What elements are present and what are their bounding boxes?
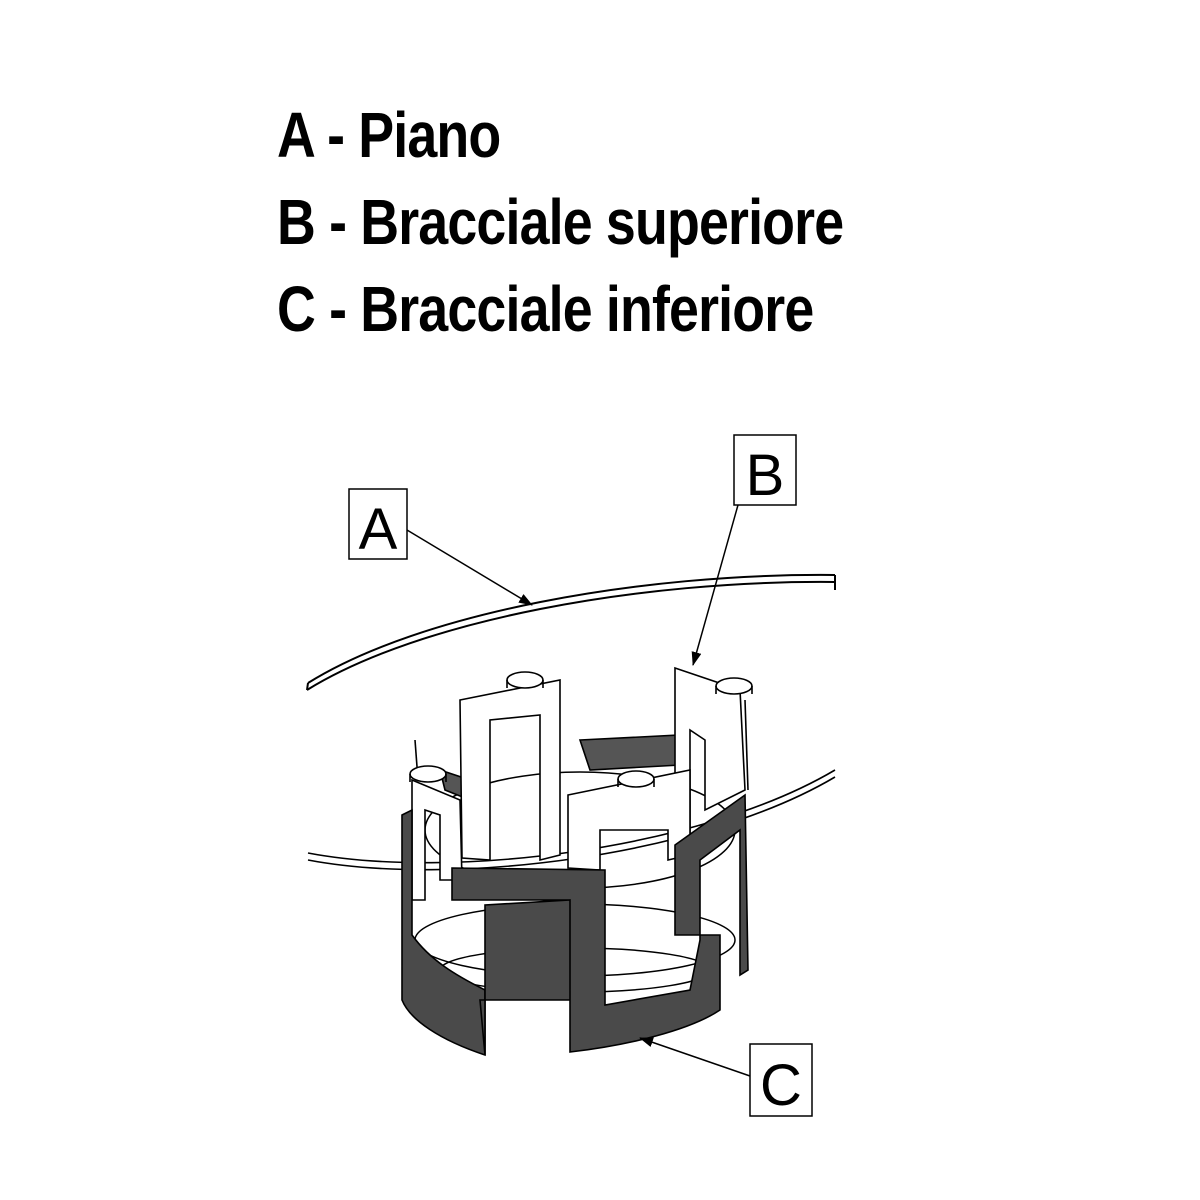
callout-c: C xyxy=(639,1037,813,1118)
legend-item-a: A - Piano xyxy=(277,99,501,171)
callout-b-label: B xyxy=(746,443,785,508)
callout-b: B xyxy=(691,434,797,666)
legend-item-b: B - Bracciale superiore xyxy=(277,186,844,258)
legend-item-c: C - Bracciale inferiore xyxy=(277,273,814,345)
lower-bracelet xyxy=(401,793,749,1057)
callout-a-label: A xyxy=(359,497,398,562)
legend: A - Piano B - Bracciale superiore C - Br… xyxy=(277,92,844,353)
callout-a: A xyxy=(348,488,533,606)
upper-bracelet xyxy=(409,666,753,901)
callout-c-label: C xyxy=(760,1053,802,1118)
